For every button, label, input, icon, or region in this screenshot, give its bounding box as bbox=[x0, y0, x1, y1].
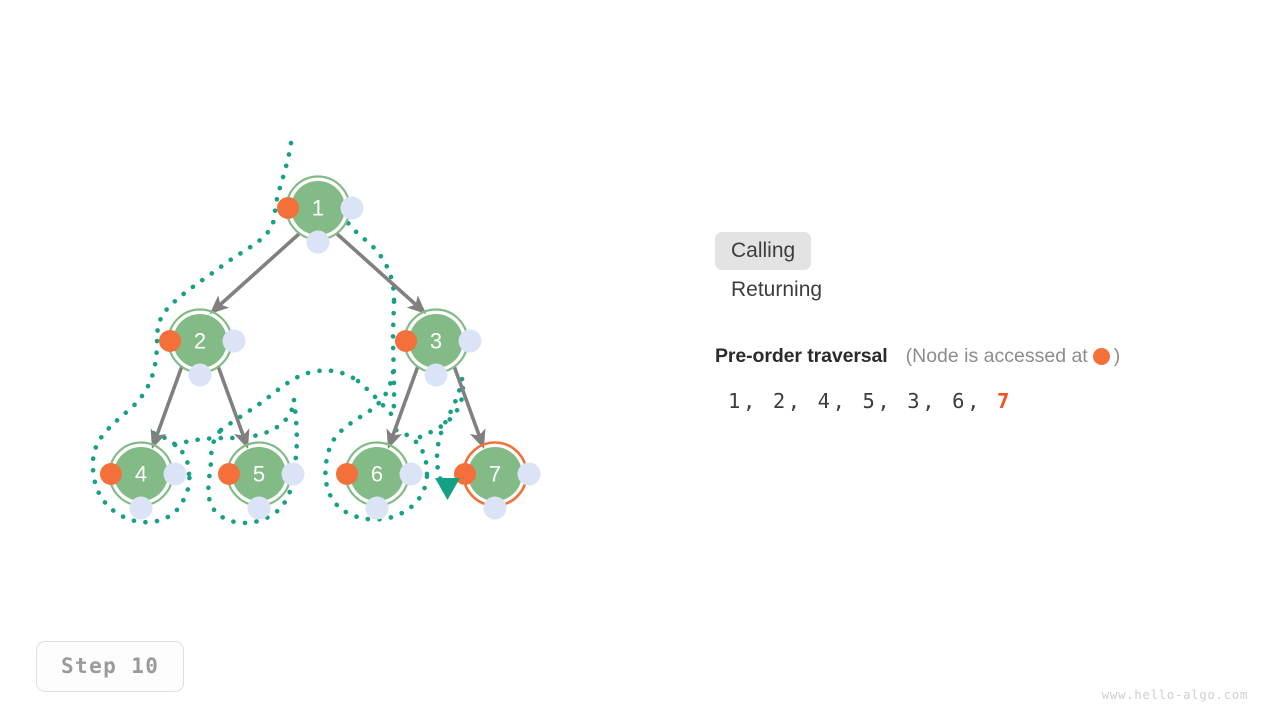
node-body bbox=[291, 181, 345, 235]
left-child-dot bbox=[247, 496, 271, 520]
sequence-visited: 1, 2, 4, 5, 3, 6, bbox=[728, 388, 997, 413]
node-label: 1 bbox=[312, 196, 324, 221]
traversal-note: (Node is accessed at) bbox=[905, 345, 1121, 367]
traversal-note-suffix: ) bbox=[1113, 345, 1121, 367]
state-label-returning: Returning bbox=[731, 278, 823, 301]
tree-edges bbox=[150, 231, 486, 449]
sequence-current: 7 bbox=[996, 388, 1012, 413]
left-child-dot bbox=[365, 496, 389, 520]
right-child-dot bbox=[399, 462, 423, 486]
tree-node-6[interactable]: 6 bbox=[336, 441, 423, 520]
access-dot bbox=[395, 330, 417, 352]
access-dot bbox=[277, 197, 299, 219]
tree-node-5[interactable]: 5 bbox=[218, 441, 305, 520]
left-child-dot bbox=[129, 496, 153, 520]
state-row-returning: Returning bbox=[715, 271, 1255, 309]
tree-node-7[interactable]: 7 bbox=[454, 441, 541, 520]
node-body bbox=[409, 314, 463, 368]
node-label: 7 bbox=[489, 462, 501, 487]
right-child-dot bbox=[163, 462, 187, 486]
right-child-dot bbox=[281, 462, 305, 486]
current-position-pointer-icon bbox=[435, 478, 460, 500]
node-label: 2 bbox=[194, 329, 206, 354]
access-dot bbox=[218, 463, 240, 485]
traversal-block: Pre-order traversal (Node is accessed at… bbox=[715, 345, 1255, 413]
step-badge: Step 10 bbox=[36, 641, 185, 692]
node-body bbox=[350, 447, 404, 501]
access-dot-legend-icon bbox=[1092, 348, 1110, 365]
node-label: 5 bbox=[253, 462, 265, 487]
access-dot bbox=[159, 330, 181, 352]
left-child-dot bbox=[424, 363, 448, 387]
edge-3-7 bbox=[452, 365, 486, 449]
node-body bbox=[114, 447, 168, 501]
right-child-dot bbox=[458, 329, 482, 353]
edge-2-4 bbox=[150, 365, 184, 449]
left-child-dot bbox=[306, 230, 330, 254]
right-child-dot bbox=[340, 196, 364, 220]
traversal-note-prefix: (Node is accessed at bbox=[905, 345, 1088, 367]
tree-node-4[interactable]: 4 bbox=[100, 441, 187, 520]
tree-node-3[interactable]: 3 bbox=[395, 308, 482, 387]
node-label: 4 bbox=[135, 462, 147, 487]
footer-url: www.hello-algo.com bbox=[1101, 687, 1248, 702]
right-child-dot bbox=[517, 462, 541, 486]
info-panel: Calling Returning Pre-order traversal (N… bbox=[715, 232, 1255, 413]
traversal-sequence: 1, 2, 4, 5, 3, 6, 7 bbox=[728, 389, 1255, 413]
state-row-calling: Calling bbox=[715, 232, 1255, 270]
left-child-dot bbox=[483, 496, 507, 520]
edge-2-5 bbox=[216, 365, 250, 449]
state-label-calling: Calling bbox=[715, 232, 812, 270]
edge-3-6 bbox=[386, 365, 420, 449]
binary-tree-diagram: 1 2 3 4 5 bbox=[90, 140, 541, 526]
node-body bbox=[468, 447, 522, 501]
right-child-dot bbox=[222, 329, 246, 353]
node-body bbox=[173, 314, 227, 368]
traversal-title: Pre-order traversal bbox=[715, 345, 888, 367]
edge-1-2 bbox=[209, 231, 302, 315]
edge-1-3 bbox=[334, 231, 427, 315]
access-dot bbox=[454, 463, 476, 485]
access-dot bbox=[336, 463, 358, 485]
access-dot bbox=[100, 463, 122, 485]
tree-node-1[interactable]: 1 bbox=[277, 175, 364, 254]
tree-node-2[interactable]: 2 bbox=[159, 308, 246, 387]
left-child-dot bbox=[188, 363, 212, 387]
traversal-header: Pre-order traversal (Node is accessed at… bbox=[715, 345, 1255, 367]
node-label: 6 bbox=[371, 462, 383, 487]
node-body bbox=[232, 447, 286, 501]
node-label: 3 bbox=[430, 329, 442, 354]
